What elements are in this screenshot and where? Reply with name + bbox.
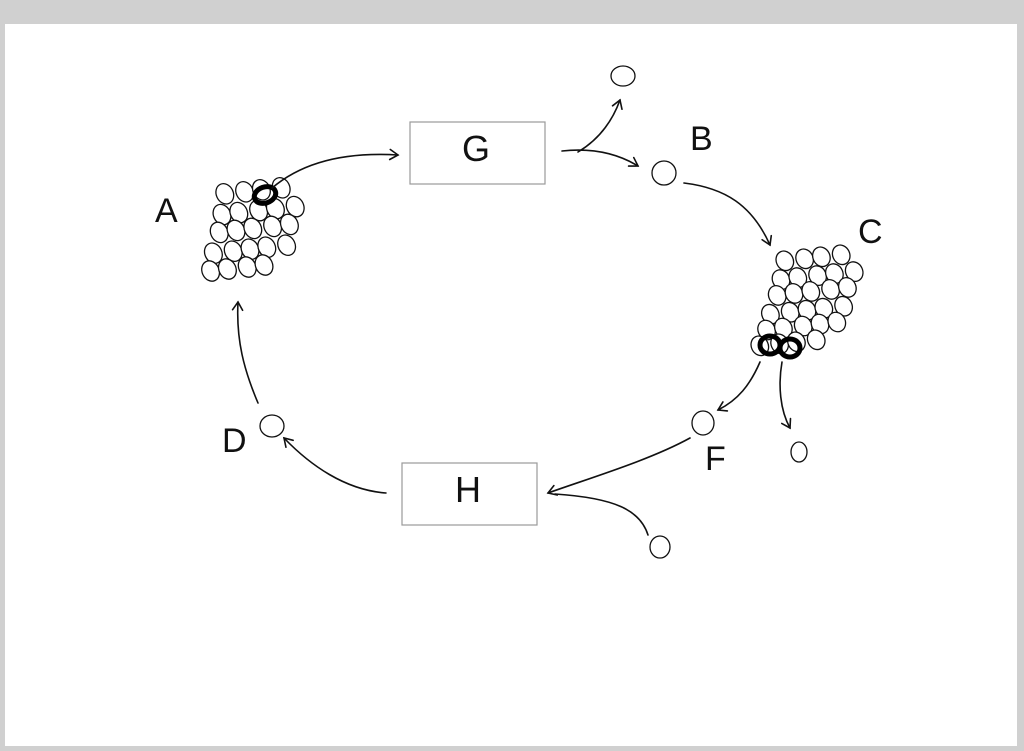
highlighted-cell-a bbox=[251, 184, 279, 206]
label-h: H bbox=[455, 469, 481, 510]
cluster-c-cell bbox=[811, 246, 831, 268]
arrow-b-to-c bbox=[683, 182, 773, 247]
arrow-c-to-f bbox=[716, 361, 761, 412]
particle-d bbox=[259, 414, 285, 438]
label-b: B bbox=[690, 120, 713, 158]
cluster-a-cell bbox=[243, 217, 263, 240]
cluster-a-cell bbox=[229, 201, 249, 224]
cluster-c-cell bbox=[834, 295, 854, 317]
incoming-particle-bottom bbox=[649, 535, 671, 559]
cluster-a-cell bbox=[277, 234, 297, 257]
label-d: D bbox=[222, 422, 247, 460]
cluster-a-cell bbox=[285, 195, 305, 218]
released-particle-top bbox=[610, 65, 636, 87]
label-f: F bbox=[705, 440, 726, 478]
cluster-c-cell bbox=[844, 261, 864, 282]
arrow-d-to-a bbox=[231, 300, 259, 404]
arrow-c-release bbox=[779, 361, 792, 430]
arrow-g-to-b bbox=[561, 149, 640, 167]
cluster-c-cell bbox=[801, 281, 821, 302]
particle-f bbox=[691, 410, 715, 436]
cell-cluster-c bbox=[750, 244, 864, 357]
released-particle-right bbox=[790, 441, 808, 463]
arrow-a-to-g bbox=[271, 148, 400, 189]
box-g bbox=[409, 121, 546, 185]
cluster-a-cell bbox=[215, 182, 235, 205]
label-a: A bbox=[155, 192, 178, 230]
cluster-a-cell bbox=[203, 242, 223, 265]
arrow-g-release bbox=[577, 98, 623, 153]
cluster-c-cell bbox=[827, 311, 847, 333]
highlighted-cell-c-right bbox=[777, 336, 803, 360]
particle-b bbox=[651, 160, 677, 186]
cluster-a-cell bbox=[217, 258, 237, 280]
cluster-a-cell bbox=[279, 213, 299, 236]
cluster-c-cell bbox=[831, 244, 851, 266]
arrow-f-to-h bbox=[546, 437, 691, 496]
label-g: G bbox=[462, 128, 490, 169]
cluster-a-cell bbox=[254, 254, 274, 276]
cluster-c-cell bbox=[806, 329, 826, 351]
box-h bbox=[401, 462, 538, 526]
cluster-a-cell bbox=[257, 236, 277, 259]
cluster-c-cell bbox=[775, 250, 795, 272]
cluster-c-cell bbox=[837, 277, 857, 298]
cell-cluster-a bbox=[201, 176, 305, 282]
label-c: C bbox=[858, 213, 883, 251]
arrow-h-to-d bbox=[282, 436, 387, 494]
arrow-particle-to-h bbox=[554, 493, 649, 536]
